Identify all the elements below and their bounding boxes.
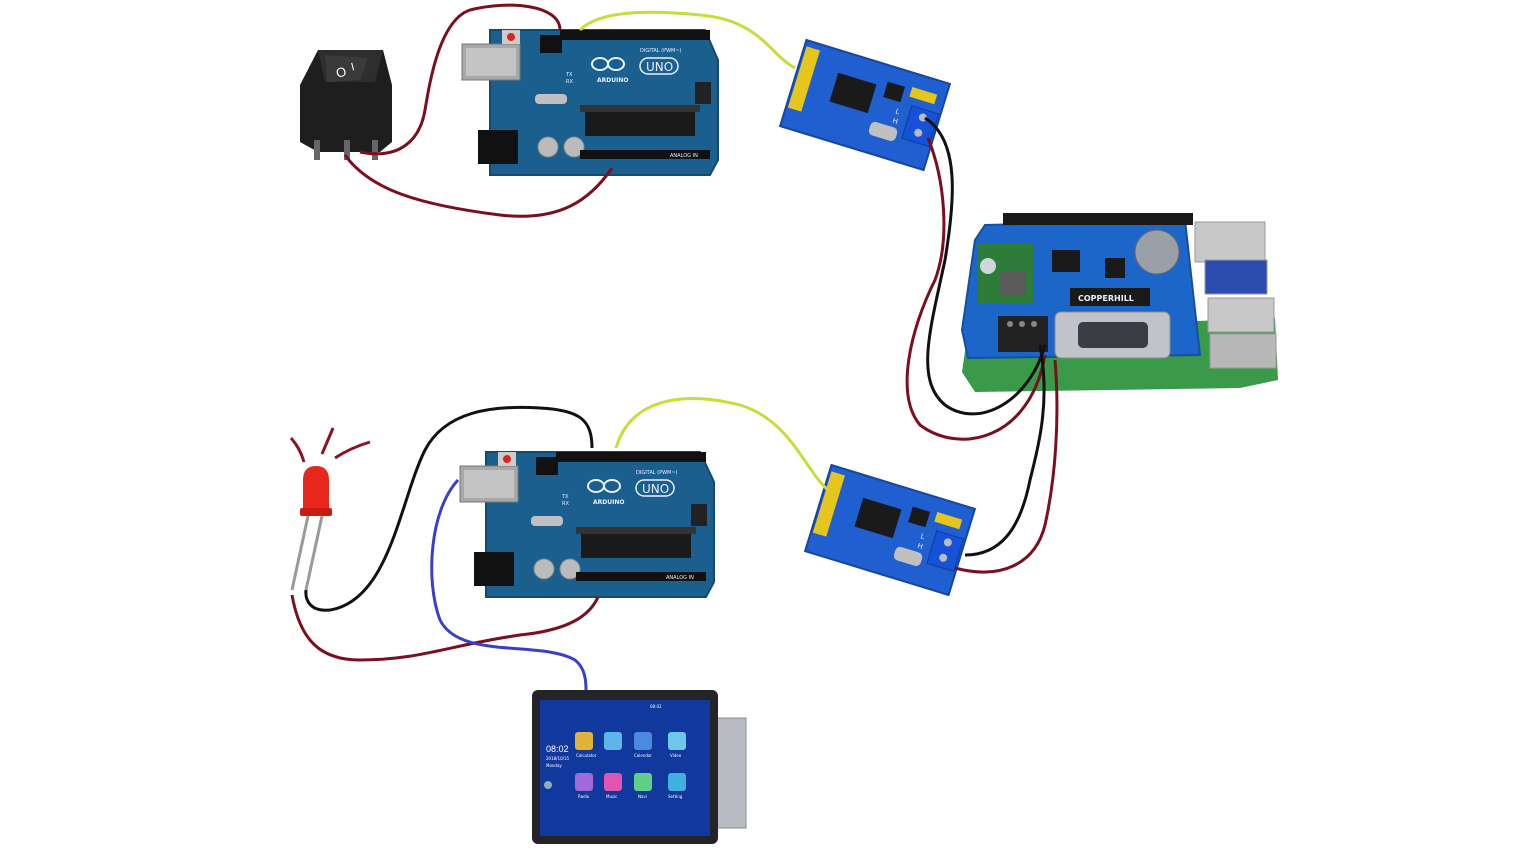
- side-nav-icon[interactable]: [544, 781, 552, 789]
- rocker-switch: O I: [300, 50, 392, 160]
- arduino-bottom-model-label: UNO: [642, 482, 669, 496]
- radio-app-icon[interactable]: [575, 773, 593, 791]
- switch-on-symbol: I: [350, 61, 356, 73]
- navi-app-icon[interactable]: [634, 773, 652, 791]
- home-day: Monday: [546, 763, 562, 768]
- arduino-uno-bottom: UNO ARDUINO DIGITAL (PWM~) ANALOG IN TX …: [459, 451, 715, 598]
- status-bar-time: 08:02: [650, 704, 662, 709]
- can-module-bottom: H L: [803, 463, 977, 597]
- app-label-setting: Setting: [668, 794, 683, 799]
- app-label-navi: Navi: [638, 794, 647, 799]
- arduino-top-tx-label: TX: [565, 72, 573, 78]
- arduino-bottom-brand-label: ARDUINO: [593, 499, 624, 506]
- app-label-calculator: Calculator: [576, 753, 597, 758]
- hat-chip-label: COPPERHILL: [1078, 294, 1134, 303]
- red-led: [289, 427, 371, 591]
- app-label-calendar: Calendar: [634, 753, 652, 758]
- wire-switch-to-arduino-top: [359, 3, 562, 156]
- led-light-ray: [289, 436, 306, 463]
- wire-pi-to-can-bottom-red: [954, 359, 1059, 574]
- setting-app-icon[interactable]: [668, 773, 686, 791]
- wire-arduino-top-to-can-top: [578, 10, 796, 70]
- wire-switch-to-arduino-gnd: [343, 154, 614, 218]
- can-top-pin-l: L: [894, 107, 900, 116]
- wire-can-top-to-pi-red: [905, 137, 1047, 441]
- music-app-icon[interactable]: [604, 773, 622, 791]
- app-icon-2[interactable]: [604, 732, 622, 750]
- wire-can-top-to-pi-black: [924, 116, 1047, 416]
- arduino-top-rx-label: RX: [566, 79, 573, 85]
- arduino-top-model-label: UNO: [646, 60, 673, 74]
- can-module-top: H L: [778, 38, 952, 172]
- led-light-ray: [320, 427, 335, 455]
- wire-arduino-bottom-to-head-unit: [430, 478, 588, 691]
- led-light-ray: [334, 440, 371, 460]
- switch-off-symbol: O: [334, 64, 348, 81]
- calendar-app-icon[interactable]: [634, 732, 652, 750]
- wire-pi-to-can-bottom-black: [964, 344, 1046, 557]
- app-label-music: Music: [606, 794, 617, 799]
- can-top-pin-h: H: [891, 117, 898, 126]
- video-app-icon[interactable]: [668, 732, 686, 750]
- arduino-bottom-digital-label: DIGITAL (PWM~): [636, 470, 678, 476]
- calculator-app-icon[interactable]: [575, 732, 593, 750]
- can-bottom-pin-h: H: [916, 542, 923, 551]
- arduino-top-brand-label: ARDUINO: [597, 77, 628, 84]
- home-date: 2018/10/15: [546, 756, 570, 761]
- arduino-bottom-analog-label: ANALOG IN: [666, 575, 694, 581]
- arduino-uno-top: UNO ARDUINO DIGITAL (PWM~) ANALOG IN TX …: [461, 29, 719, 176]
- raspberry-pi-can-hat: COPPERHILL: [895, 192, 1303, 420]
- app-label-radio: Radio: [578, 794, 590, 799]
- head-unit-display: 08:02 08:02 2018/10/15 Monday Calculator…: [532, 690, 747, 844]
- arduino-top-digital-label: DIGITAL (PWM~): [640, 48, 682, 54]
- home-clock: 08:02: [546, 744, 569, 754]
- wire-arduino-bottom-to-led-black: [304, 405, 594, 612]
- arduino-bottom-rx-label: RX: [562, 501, 569, 507]
- arduino-top-analog-label: ANALOG IN: [670, 153, 698, 159]
- wire-arduino-bottom-to-led-red: [290, 594, 600, 662]
- arduino-bottom-tx-label: TX: [561, 494, 569, 500]
- wire-arduino-bottom-to-can-bottom: [614, 397, 829, 492]
- app-label-video: Video: [670, 753, 682, 758]
- can-bottom-pin-l: L: [919, 532, 925, 541]
